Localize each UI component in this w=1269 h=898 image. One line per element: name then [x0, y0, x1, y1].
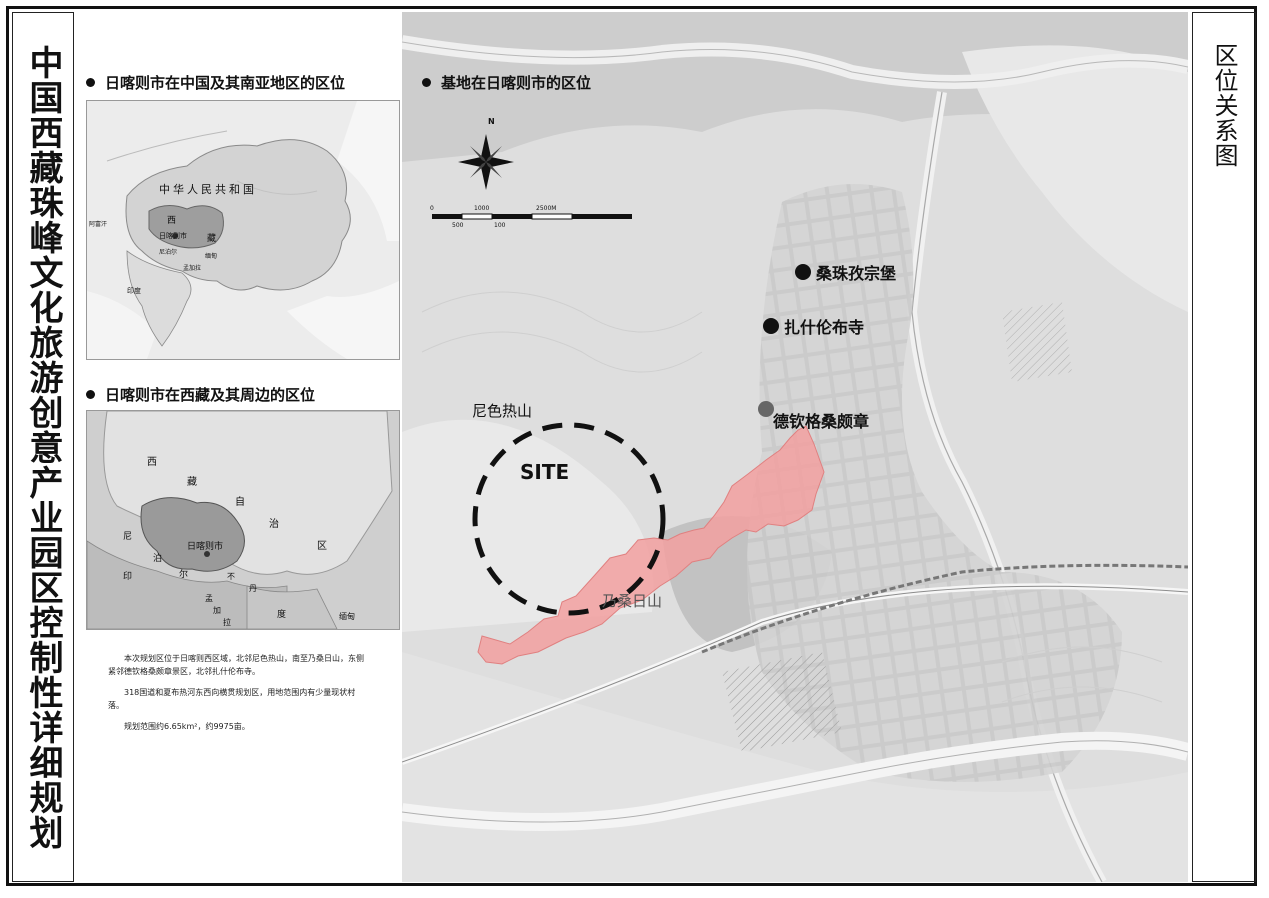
scale-label-2500: 2500M	[536, 205, 557, 212]
poi-marker-icon	[763, 318, 779, 334]
mountain-south-label: 乃桑日山	[602, 592, 663, 610]
tibet-city-label: 日喀则市	[187, 542, 224, 552]
drawing-title: 区位关系图	[1210, 43, 1238, 168]
tibet-label-dan: 丹	[249, 584, 257, 593]
description-paragraph: 本次规划区位于日喀则西区域，北邻尼色热山，南至乃桑日山，东侧紧邻德钦格桑颇章景区…	[108, 654, 364, 676]
tibet-label-myanmar: 缅甸	[339, 612, 355, 621]
tibet-label-du: 度	[277, 610, 287, 620]
north-arrow-icon	[458, 134, 514, 190]
drawing-title-column: 区位关系图	[1192, 12, 1256, 882]
tibet-map-graphic	[87, 411, 399, 629]
bullet-icon	[86, 78, 95, 87]
site-boundary	[477, 425, 825, 665]
bullet-icon	[422, 78, 431, 87]
bullet-icon	[86, 390, 95, 399]
site-label: SITE	[520, 460, 570, 484]
project-title: 中国西藏珠峰文化旅游创意产业园区控制性详细规划	[23, 44, 63, 850]
tibet-label-bo: 泊	[153, 554, 163, 564]
tibet-map-heading: 日喀则市在西藏及其周边的区位	[86, 384, 315, 405]
scale-label-500: 500	[452, 222, 464, 229]
scale-bar	[432, 213, 632, 220]
tibet-label-yin: 印	[123, 572, 133, 582]
scale-label-100: 100	[494, 222, 506, 229]
left-panel: 日喀则市在中国及其南亚地区的区位 中华人民共和国 西 藏 日喀则市 阿富汗 印度…	[76, 12, 400, 882]
tibet-label-zi: 自	[235, 497, 245, 508]
tibet-label-qu: 区	[317, 541, 327, 552]
tibet-label-zang: 藏	[187, 477, 197, 488]
site-map-heading: 基地在日喀则市的区位	[422, 72, 591, 93]
description-paragraph: 规划范围约6.65km²，约9975亩。	[124, 722, 250, 731]
tibet-label-meng: 孟	[205, 594, 213, 603]
tibet-label-bu: 不	[227, 572, 235, 581]
china-inset-map: 中华人民共和国 西 藏 日喀则市 阿富汗 印度 尼泊尔 孟加拉 缅甸	[86, 100, 400, 360]
tibet-label-jia: 加	[213, 606, 221, 615]
site-location-map: N 0 1000 2500M 500 100 基地在日喀则市的区位 尼色热山 S…	[402, 12, 1188, 882]
scale-label-0: 0	[430, 205, 434, 212]
china-neighbor-nepal: 尼泊尔	[159, 249, 178, 256]
china-map-heading: 日喀则市在中国及其南亚地区的区位	[86, 72, 345, 93]
main-map-graphic	[402, 12, 1188, 882]
china-map-graphic	[87, 101, 399, 359]
compass-north-label: N	[488, 117, 495, 126]
mountain-north-label: 尼色热山	[472, 402, 533, 420]
tibet-label-xi: 西	[147, 457, 157, 468]
poi-marker-icon	[795, 264, 811, 280]
china-neighbor-bangladesh: 孟加拉	[183, 265, 202, 272]
china-tibet-label-zang: 藏	[207, 234, 217, 244]
scale-label-1000: 1000	[474, 205, 490, 212]
tibet-label-la: 拉	[223, 618, 231, 627]
description-paragraph: 318国道和夏布热河东西向横贯规划区，用地范围内有少量现状村落。	[108, 688, 356, 710]
tibet-inset-map: 西 藏 自 治 区 尼 泊 尔 印 度 不 丹 孟 加 拉 缅甸 日喀则市	[86, 410, 400, 630]
tibet-label-er: 尔	[179, 570, 189, 580]
title-column: 中国西藏珠峰文化旅游创意产业园区控制性详细规划	[12, 12, 74, 882]
site-radius-circle	[472, 422, 666, 616]
tibet-label-zhi: 治	[269, 519, 279, 530]
china-neighbor-myanmar: 缅甸	[205, 253, 218, 260]
poi-sangzhuzi-dzong: 桑珠孜宗堡	[795, 260, 896, 284]
tibet-label-ni: 尼	[123, 532, 133, 542]
china-country-label: 中华人民共和国	[159, 183, 257, 196]
china-neighbor-india: 印度	[127, 287, 141, 295]
poi-tashilhunpo-monastery: 扎什伦布寺	[763, 314, 864, 338]
china-neighbor-afghanistan: 阿富汗	[89, 221, 108, 228]
plan-description: 本次规划区位于日喀则西区域，北邻尼色热山，南至乃桑日山，东侧紧邻德钦格桑颇章景区…	[108, 652, 368, 741]
poi-marker-icon	[758, 401, 774, 417]
poi-dechen-kelsang-palace: 德钦格桑颇章	[758, 386, 869, 432]
china-city-label: 日喀则市	[159, 232, 187, 240]
china-tibet-label-xi: 西	[167, 216, 177, 226]
